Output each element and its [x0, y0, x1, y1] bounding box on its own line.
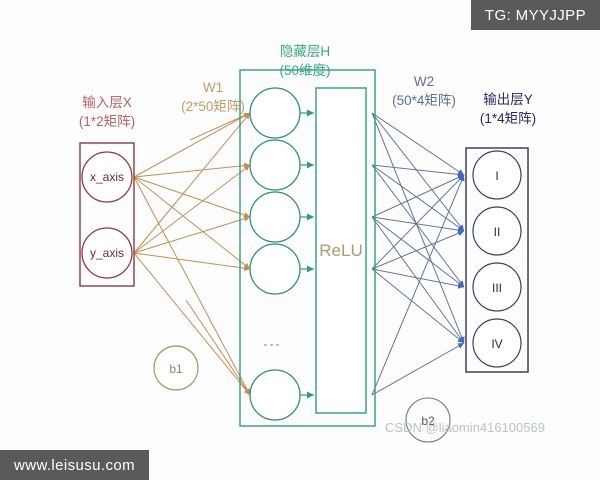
w1-edge — [133, 112, 251, 254]
w2-edge — [371, 342, 465, 396]
output-node-iii-label: III — [492, 281, 502, 295]
output-layer-title: 输出层Y — [483, 92, 533, 107]
hidden-node[interactable] — [249, 87, 301, 139]
w2-connections — [371, 112, 465, 396]
w1-edge — [133, 252, 251, 272]
w2-edge — [371, 174, 465, 270]
w1-edge — [133, 176, 251, 270]
w1-edge — [133, 176, 251, 218]
hidden-node[interactable] — [249, 243, 301, 295]
hidden-nodes-ellipsis: ⋮ — [262, 336, 282, 354]
w1-connections — [133, 112, 251, 396]
output-node-i-label: I — [495, 169, 498, 183]
w1-subtitle: (2*50矩阵) — [181, 99, 245, 114]
w2-edge — [371, 268, 465, 289]
w2-edge — [371, 230, 465, 270]
bias-b2-group: b2 — [405, 397, 451, 443]
w1-edge — [133, 112, 251, 178]
input-layer-subtitle: (1*2矩阵) — [79, 114, 135, 129]
w1-label-group: W1 (2*50矩阵) — [181, 80, 245, 114]
w2-edge — [371, 112, 465, 344]
input-layer-title: 输入层X — [82, 95, 132, 110]
hidden-layer-subtitle: (50维度) — [279, 63, 330, 78]
w1-edge — [133, 176, 251, 396]
w2-edge — [371, 164, 465, 232]
output-layer-box — [465, 147, 529, 373]
w2-edge — [371, 268, 465, 344]
bias-b2-label: b2 — [421, 414, 435, 428]
w2-label-group: W2 (50*4矩阵) — [392, 74, 456, 108]
w2-title: W2 — [414, 74, 434, 89]
bias-b1-node[interactable] — [153, 345, 199, 391]
w2-edge — [371, 216, 465, 288]
relu-label: ReLU — [319, 241, 362, 260]
w2-edge — [371, 174, 465, 396]
bias-b1-group: b1 — [153, 345, 199, 391]
w2-edge — [371, 164, 465, 178]
w2-edge — [371, 164, 465, 288]
w1-edge — [133, 164, 251, 254]
w1-edge — [133, 215, 251, 254]
input-node-x-axis-label: x_axis — [90, 170, 124, 184]
site-watermark: www.leisusu.com — [0, 450, 150, 480]
relu-activation-box — [315, 87, 367, 414]
input-node-x-axis[interactable] — [81, 151, 133, 203]
input-node-y-axis[interactable] — [81, 227, 133, 279]
output-node-iii[interactable] — [472, 262, 522, 312]
hidden-node[interactable] — [249, 191, 301, 243]
w2-edge — [371, 216, 465, 344]
output-node-ii[interactable] — [472, 206, 522, 256]
w1-edge — [189, 112, 251, 141]
hidden-layer-group: ⋮ ReLU 隐藏层H (50维度) — [239, 44, 376, 427]
w2-edge — [371, 112, 465, 232]
hidden-node[interactable] — [249, 139, 301, 191]
output-layer-subtitle: (1*4矩阵) — [480, 111, 536, 126]
output-layer-group: I II III IV 输出层Y (1*4矩阵) — [465, 92, 536, 373]
output-node-iv-label: IV — [491, 337, 502, 351]
output-node-iv[interactable] — [472, 318, 522, 368]
input-layer-group: x_axis y_axis 输入层X (1*2矩阵) — [79, 95, 135, 287]
csdn-watermark: CSDN @liaomin416100569 — [385, 420, 545, 435]
input-node-y-axis-label: y_axis — [90, 246, 124, 260]
hidden-layer-title: 隐藏层H — [280, 44, 330, 59]
output-node-i[interactable] — [472, 150, 522, 200]
w2-edge — [371, 216, 465, 234]
hidden-node[interactable] — [249, 369, 301, 421]
w2-subtitle: (50*4矩阵) — [392, 93, 456, 108]
hidden-layer-box — [239, 69, 376, 427]
bias-b1-label: b1 — [169, 362, 183, 376]
input-layer-box — [79, 142, 135, 287]
output-node-ii-label: II — [494, 225, 501, 239]
w2-edge — [371, 112, 465, 176]
w1-edge — [133, 252, 251, 396]
w1-edge — [133, 162, 251, 178]
bias-b2-node[interactable] — [405, 397, 451, 443]
w1-title: W1 — [203, 80, 223, 95]
tag-badge: TG: MYYJJPP — [470, 0, 600, 30]
w2-edge — [371, 174, 465, 218]
